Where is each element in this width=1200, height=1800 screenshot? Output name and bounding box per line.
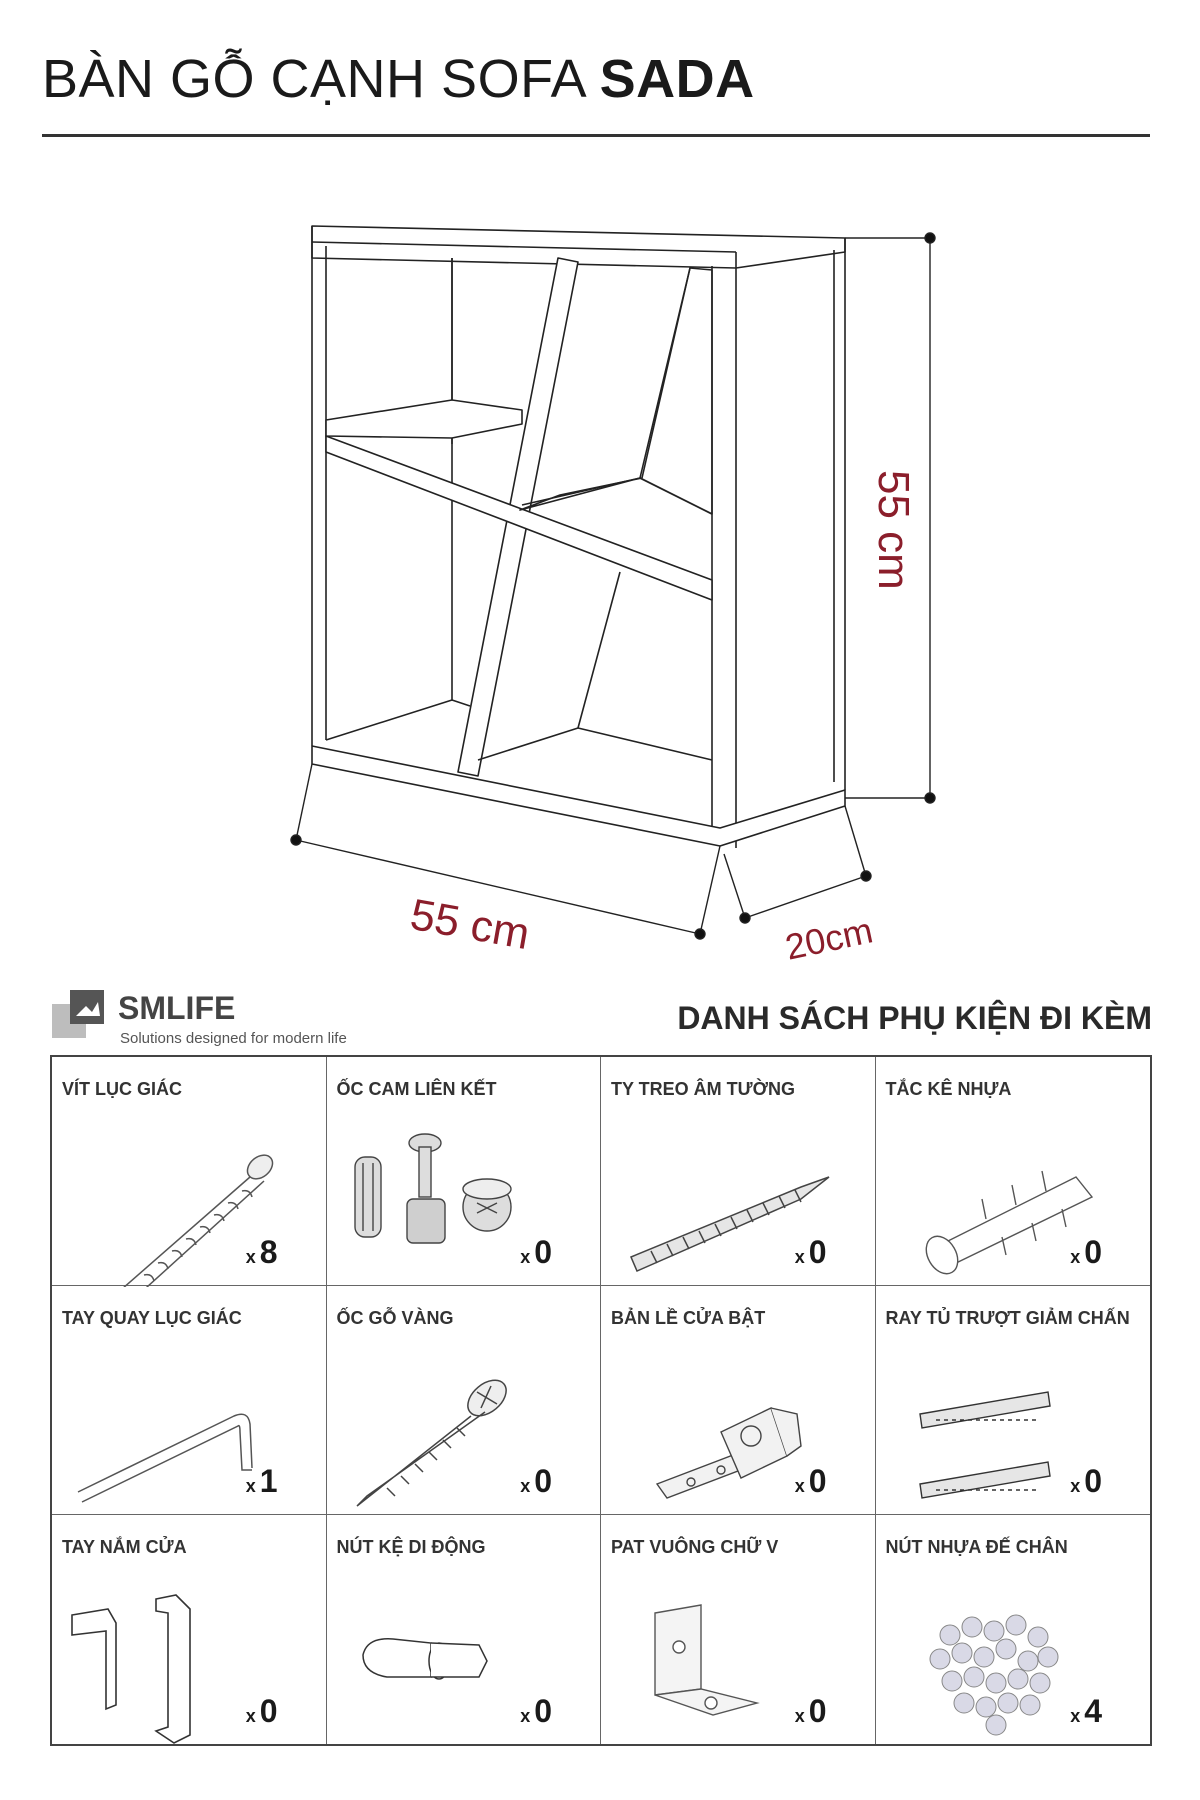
shelf-pin-icon — [361, 1638, 488, 1680]
accessory-label: VÍT LỤC GIÁC — [62, 1079, 182, 1099]
accessory-label: TẮC KÊ NHỰA — [885, 1079, 1012, 1099]
accessory-label: TAY QUAY LỤC GIÁC — [62, 1308, 242, 1328]
l-bracket-icon — [654, 1604, 760, 1716]
title-prefix: BÀN GỖ CẠNH SOFA — [42, 49, 585, 109]
allen-key-icon — [77, 1413, 253, 1503]
accessory-label: ỐC CAM LIÊN KẾT — [336, 1079, 497, 1099]
door-hinge-icon — [655, 1407, 802, 1499]
brand-name: SMLIFE — [118, 990, 236, 1026]
product-name: SADA — [599, 49, 755, 109]
accessories-heading: DANH SÁCH PHỤ KIỆN ĐI KÈM — [677, 1000, 1152, 1036]
plastic-anchor-icon — [925, 1170, 1093, 1275]
door-handle-icon — [71, 1594, 191, 1744]
wood-screw-icon — [355, 1379, 507, 1507]
accessory-label: TY TREO ÂM TƯỜNG — [611, 1079, 795, 1099]
accessory-label: RAY TỦ TRƯỢT GIẢM CHẤN — [885, 1308, 1130, 1328]
accessory-label: NÚT NHỰA ĐẾ CHÂN — [885, 1537, 1068, 1557]
brand-tagline: Solutions designed for modern life — [120, 1030, 347, 1047]
accessory-label: ỐC GỖ VÀNG — [336, 1308, 454, 1328]
cam-lock-icon — [353, 1133, 512, 1244]
hex-screw-icon — [123, 1154, 274, 1287]
accessory-label: BẢN LỀ CỬA BẬT — [611, 1308, 766, 1328]
brand-logo-icon — [52, 990, 104, 1038]
shelf-drawing — [290, 225, 936, 940]
height-dimension: 55 cm — [869, 470, 918, 590]
wall-hanger-bolt-icon — [630, 1176, 830, 1272]
accessory-label: PAT VUÔNG CHỮ V — [611, 1537, 779, 1557]
drawer-rail-icon — [918, 1391, 1051, 1499]
accessory-label: NÚT KỆ DI ĐỘNG — [336, 1537, 486, 1557]
plastic-foot-pads-icon — [929, 1614, 1058, 1736]
title-divider — [42, 134, 1150, 137]
accessory-label: TAY NẮM CỬA — [62, 1537, 187, 1557]
page-title: BÀN GỖ CẠNH SOFA SADA — [42, 48, 755, 110]
